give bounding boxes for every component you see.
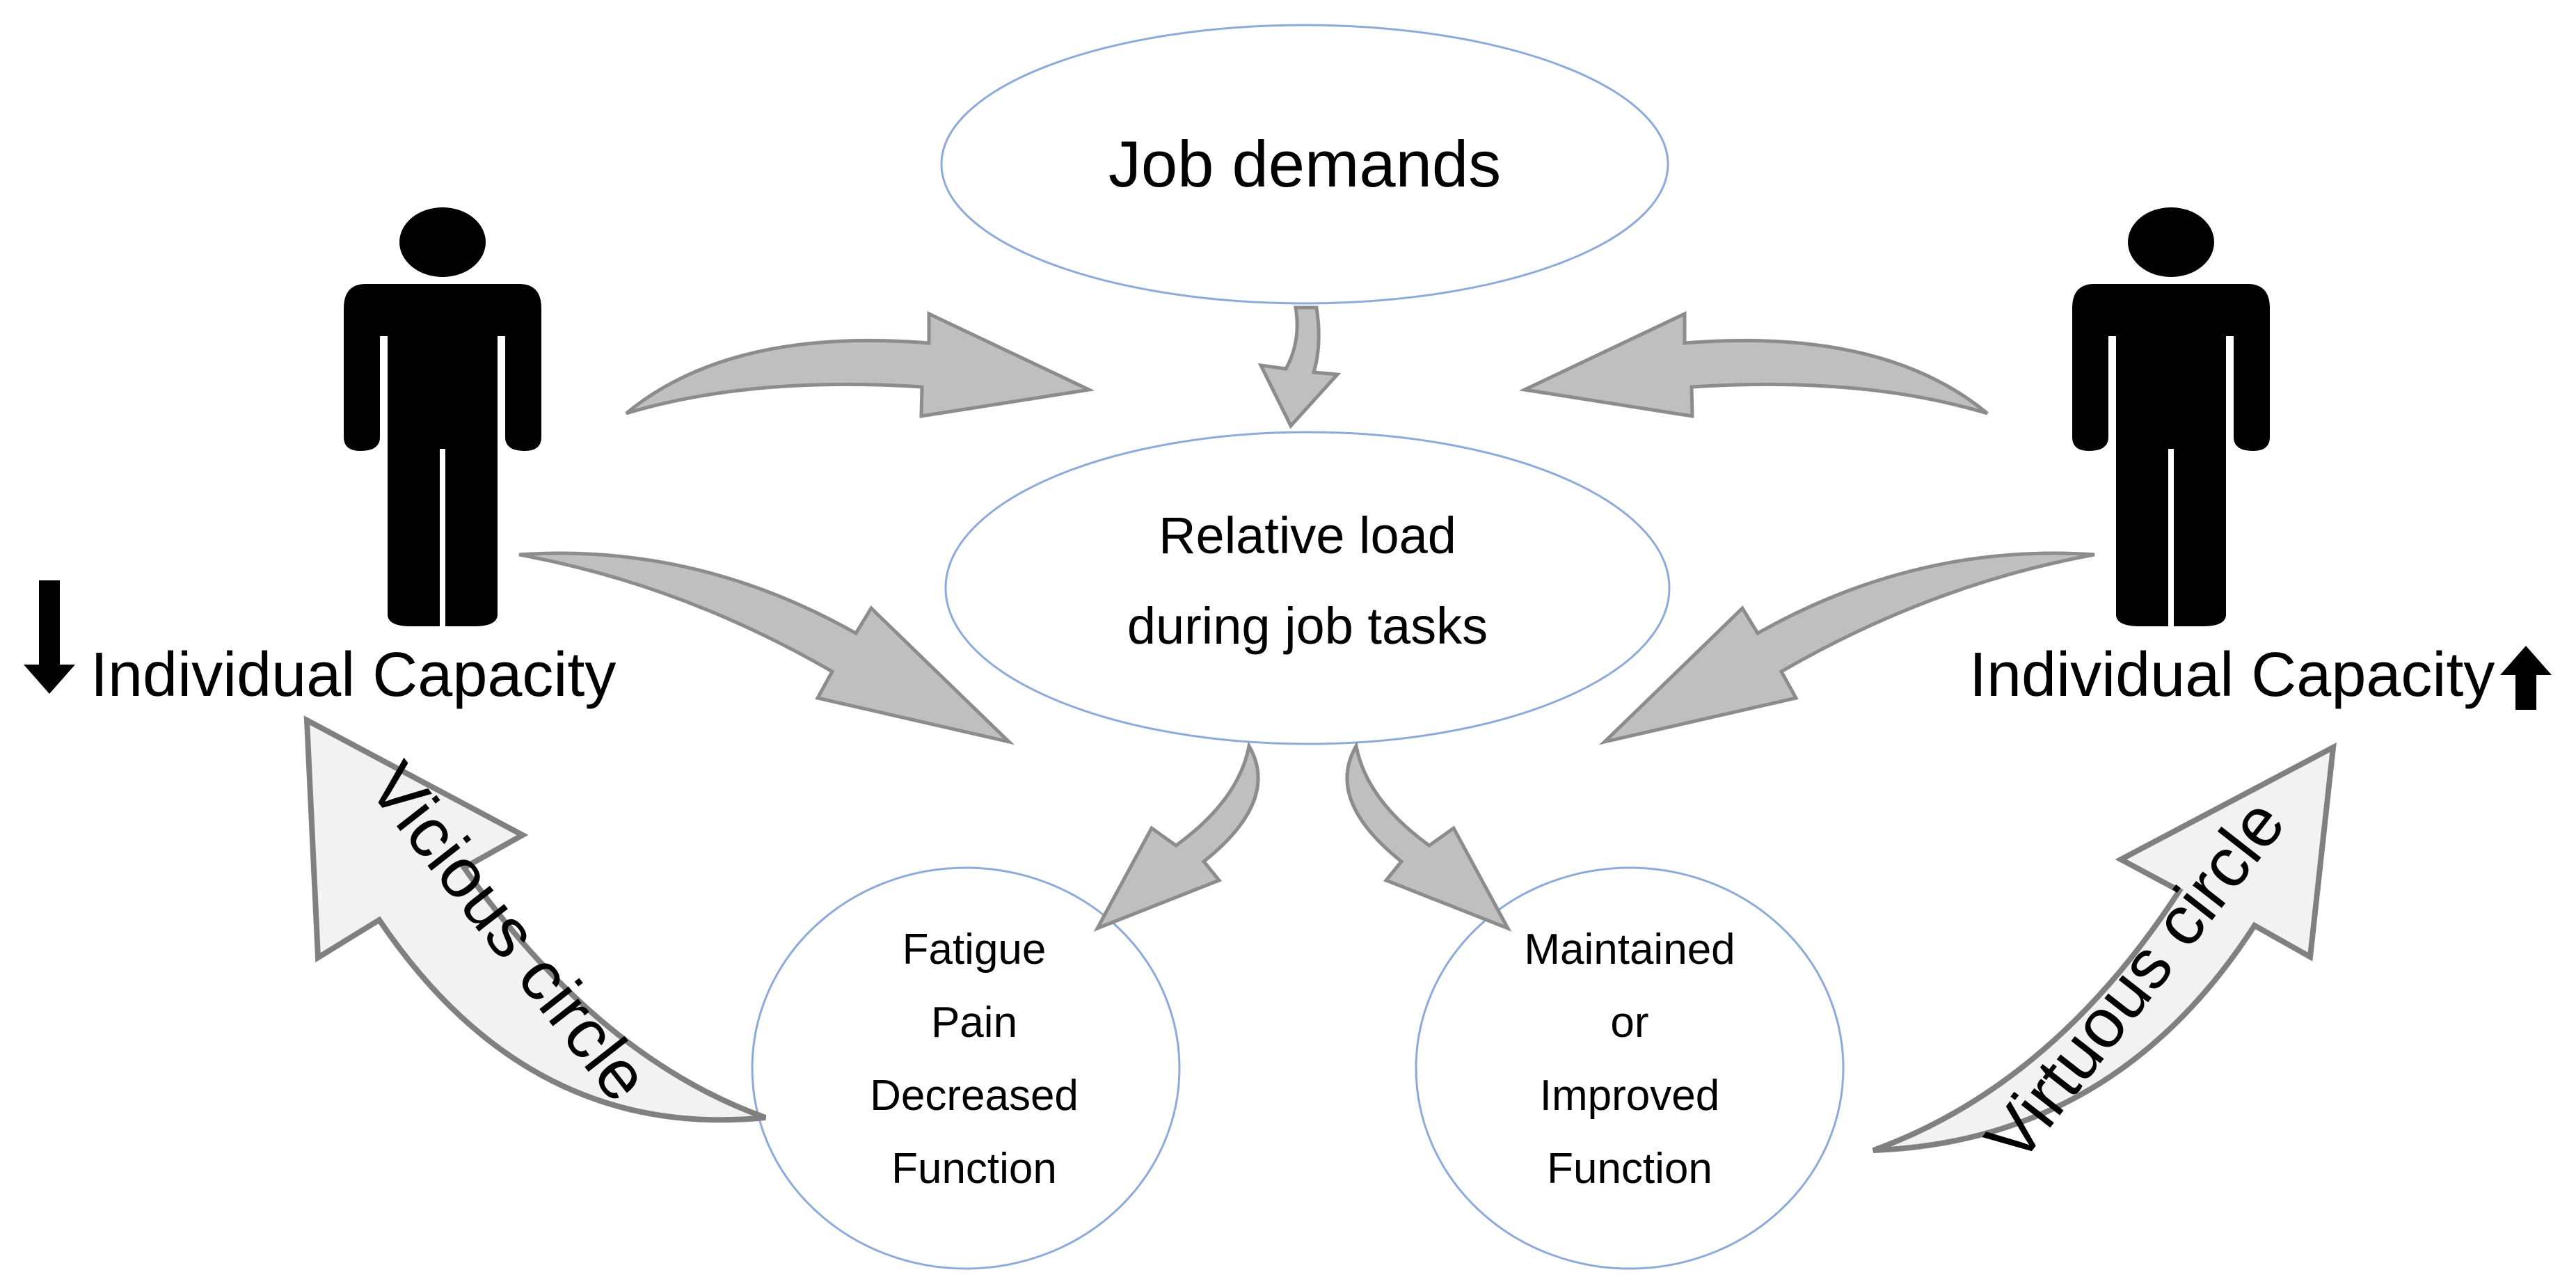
positive-outcome-line-1: Maintained <box>1524 926 1735 974</box>
right-person-icon <box>2072 207 2270 626</box>
arrow-down-icon <box>24 580 75 694</box>
arrow-load-to-negative-outcome <box>1093 740 1260 932</box>
arrow-right-person-to-relative-load <box>1518 311 1989 418</box>
positive-outcome-line-3: Improved <box>1540 1072 1719 1120</box>
positive-outcome-line-4: Function <box>1547 1145 1712 1193</box>
arrow-right-person-to-outcome <box>1598 551 2095 745</box>
arrow-job-demands-to-relative-load <box>1257 305 1342 429</box>
negative-outcome-line-3: Decreased <box>870 1072 1079 1120</box>
negative-outcome-line-2: Pain <box>931 999 1017 1047</box>
virtuous-circle-label: Virtuous circle <box>1970 785 2300 1176</box>
arrow-left-person-to-outcome <box>518 551 1015 745</box>
arrow-up-icon <box>2500 646 2552 710</box>
negative-outcome-node <box>751 866 1181 1270</box>
arrow-left-person-to-relative-load <box>625 311 1095 418</box>
virtuous-circle-arrow <box>1872 742 2337 1153</box>
relative-load-node <box>944 431 1671 745</box>
negative-outcome-line-1: Fatigue <box>903 926 1047 974</box>
left-capacity-label: Individual Capacity <box>90 640 616 710</box>
job-demands-node <box>940 24 1669 305</box>
arrow-load-to-positive-outcome <box>1345 740 1512 932</box>
positive-outcome-node <box>1415 866 1845 1270</box>
job-demands-label: Job demands <box>1108 127 1501 200</box>
positive-outcome-line-2: or <box>1610 999 1648 1047</box>
vicious-circle-arrow <box>303 715 767 1123</box>
relative-load-line-2: during job tasks <box>1127 597 1488 655</box>
relative-load-line-1: Relative load <box>1159 507 1456 564</box>
left-person-icon <box>344 207 541 626</box>
right-capacity-label: Individual Capacity <box>1969 640 2495 710</box>
negative-outcome-line-4: Function <box>891 1145 1057 1193</box>
